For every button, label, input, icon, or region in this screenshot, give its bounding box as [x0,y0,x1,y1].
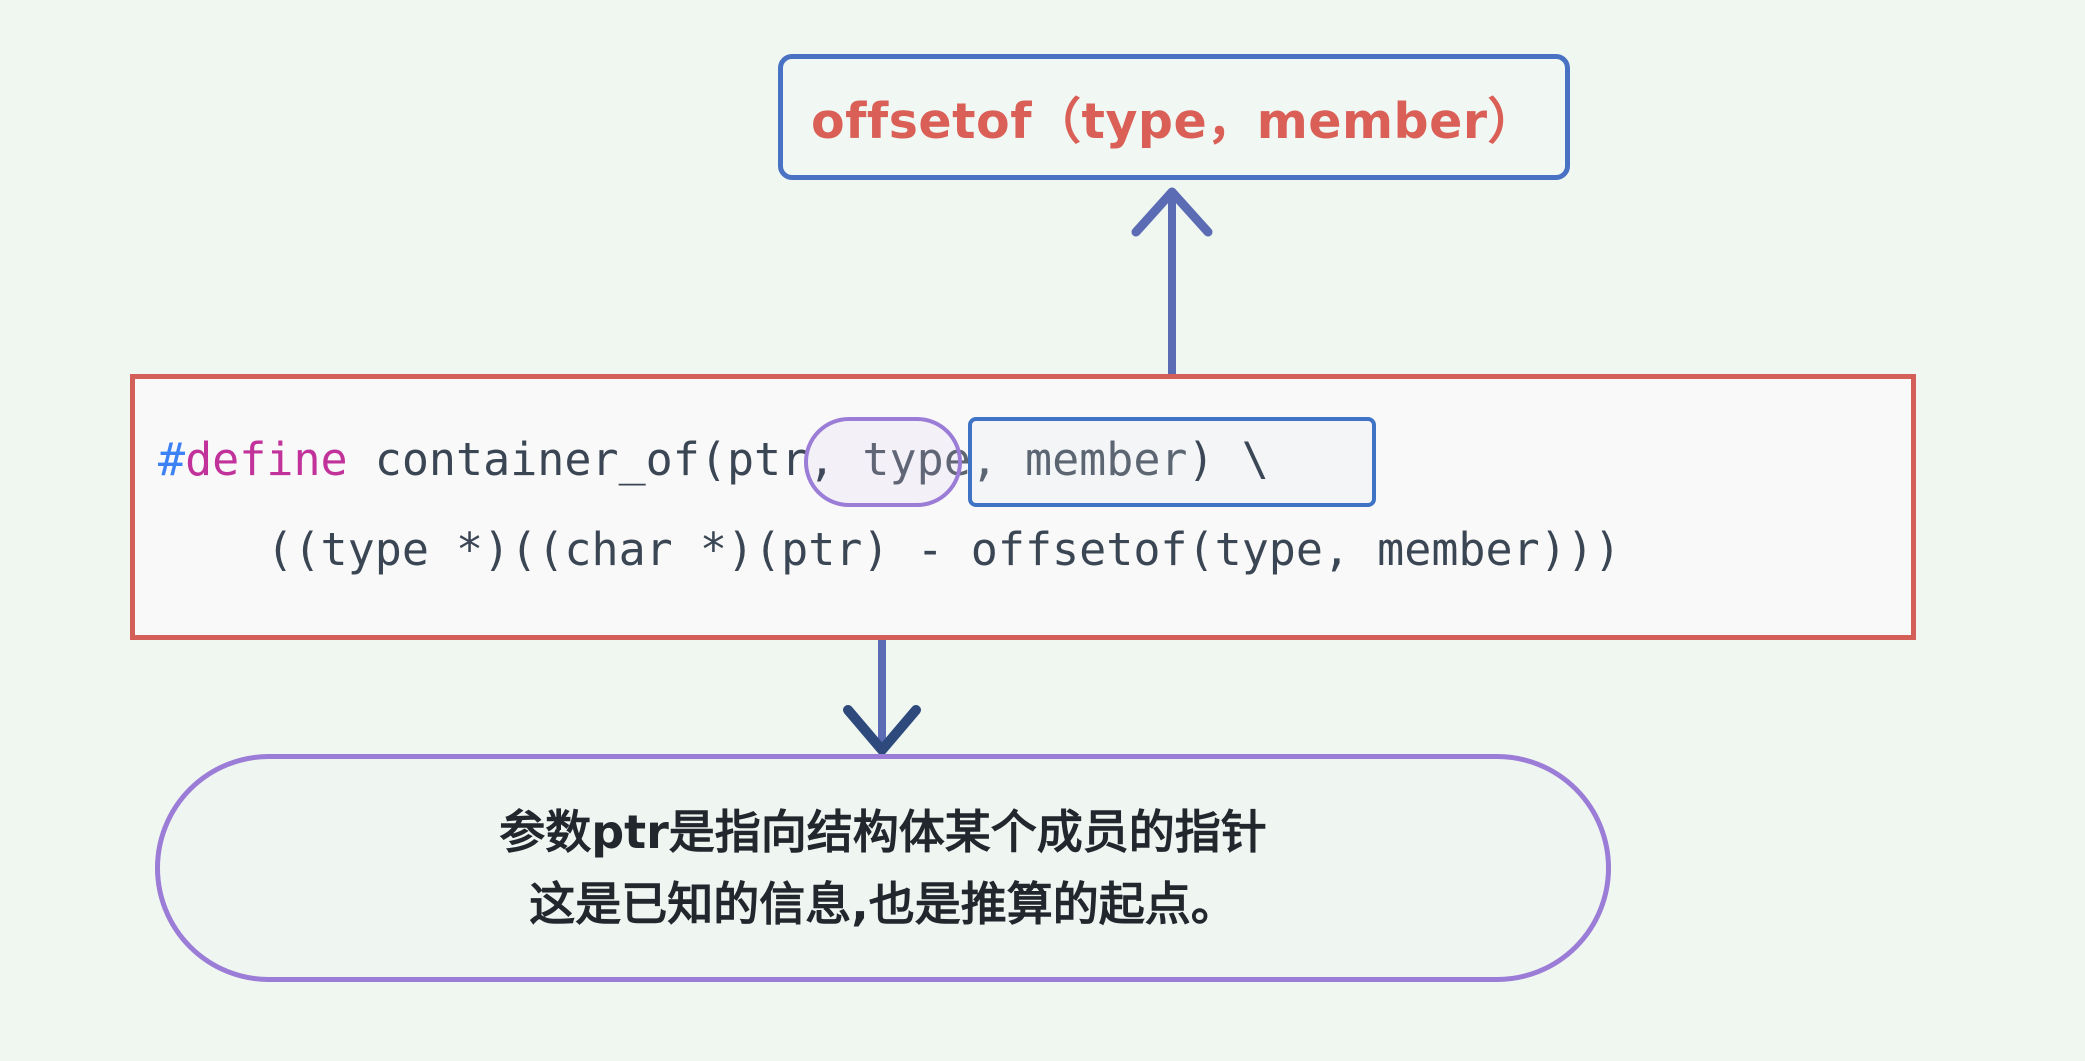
offsetof-callout-label: offsetof（type，member） [810,92,1538,150]
code-token-define: define [185,433,348,486]
bubble-line-2: 这是已知的信息,也是推算的起点。 [529,877,1237,931]
ptr-explanation-bubble: 参数ptr是指向结构体某个成员的指针 这是已知的信息,也是推算的起点。 [155,754,1611,982]
code-token-hash: # [158,433,186,486]
code-token-line1-tail: ) \ [1187,433,1269,486]
code-token-args: type, member [862,433,1188,486]
code-token-macro-signature: container_of(ptr, [347,433,863,486]
code-lines: #define container_of(ptr, type, member) … [158,415,1621,595]
offsetof-callout-box: offsetof（type，member） [778,54,1570,180]
code-block: #define container_of(ptr, type, member) … [130,374,1916,640]
code-line-2: ((type *)((char *)(ptr) - offsetof(type,… [158,523,1621,576]
bubble-line-1: 参数ptr是指向结构体某个成员的指针 [499,805,1267,859]
